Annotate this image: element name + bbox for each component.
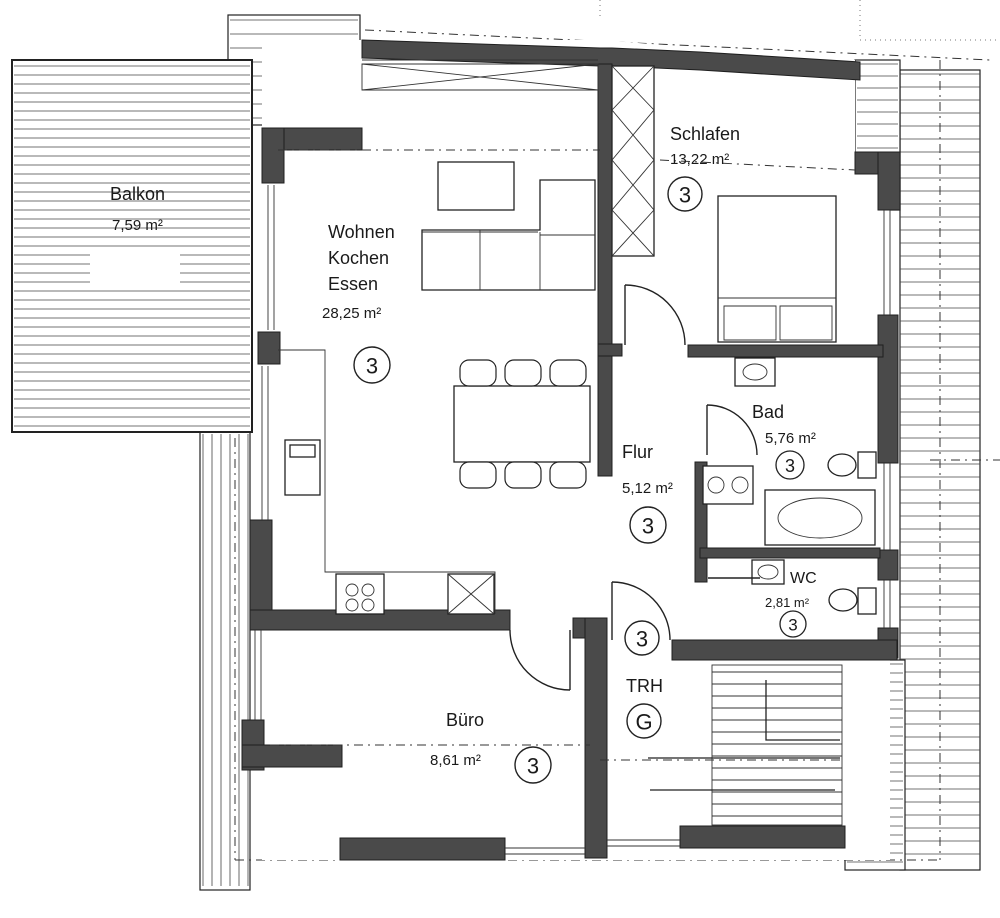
balkon-area: 7,59 m² xyxy=(112,217,163,234)
flur-name: Flur xyxy=(622,442,653,462)
bed xyxy=(717,195,837,343)
bath-fixtures xyxy=(702,357,877,615)
bad-category: 3 xyxy=(785,456,795,476)
door-swings xyxy=(509,284,760,691)
wohnen-category-badge xyxy=(353,346,391,384)
flur-category: 3 xyxy=(642,514,654,539)
wohnen-category: 3 xyxy=(366,354,378,379)
trh-category: 3 xyxy=(636,627,648,652)
wohnen-name-line-2: Kochen xyxy=(328,248,389,268)
property-line xyxy=(234,29,991,861)
terrain-outline xyxy=(599,0,1000,41)
trh-name: TRH xyxy=(626,676,663,696)
buero-category-badge xyxy=(514,746,552,784)
wc-category: 3 xyxy=(788,616,797,635)
buero-area: 8,61 m² xyxy=(430,752,481,769)
buero-category: 3 xyxy=(527,754,539,779)
wohnen-name-line-3: Essen xyxy=(328,274,378,294)
wohnen-name-line-1: Wohnen xyxy=(328,222,395,242)
schlafen-name: Schlafen xyxy=(670,124,740,144)
trh-category-2: G xyxy=(635,710,652,735)
buero-name: Büro xyxy=(446,710,484,730)
balcony xyxy=(11,59,253,433)
roof-edge-lines xyxy=(270,149,1000,761)
wc-name: WC xyxy=(790,570,817,587)
living-furniture xyxy=(421,161,596,489)
windows xyxy=(254,59,891,855)
bad-category-badge xyxy=(775,450,805,480)
flur-area: 5,12 m² xyxy=(622,480,673,497)
trh-category-2-badge xyxy=(626,703,662,739)
stairs xyxy=(648,664,843,826)
walls xyxy=(241,39,901,861)
room-labels: Balkon 7,59 m² Wohnen Kochen Essen 28,25… xyxy=(110,124,817,784)
wardrobe xyxy=(611,65,655,257)
bad-name: Bad xyxy=(752,402,784,422)
wohnen-area: 28,25 m² xyxy=(322,305,381,322)
flur-category-badge xyxy=(629,506,667,544)
bad-area: 5,76 m² xyxy=(765,430,816,447)
balkon-name: Balkon xyxy=(110,184,165,204)
skylight xyxy=(361,63,599,91)
wc-category-badge xyxy=(779,610,807,638)
schlafen-area: 13,22 m² xyxy=(670,151,729,168)
schlafen-category: 3 xyxy=(679,183,691,208)
wc-area: 2,81 m² xyxy=(765,595,810,610)
kitchen xyxy=(278,349,496,615)
schlafen-category-badge xyxy=(667,176,703,212)
trh-category-badge xyxy=(624,620,660,656)
